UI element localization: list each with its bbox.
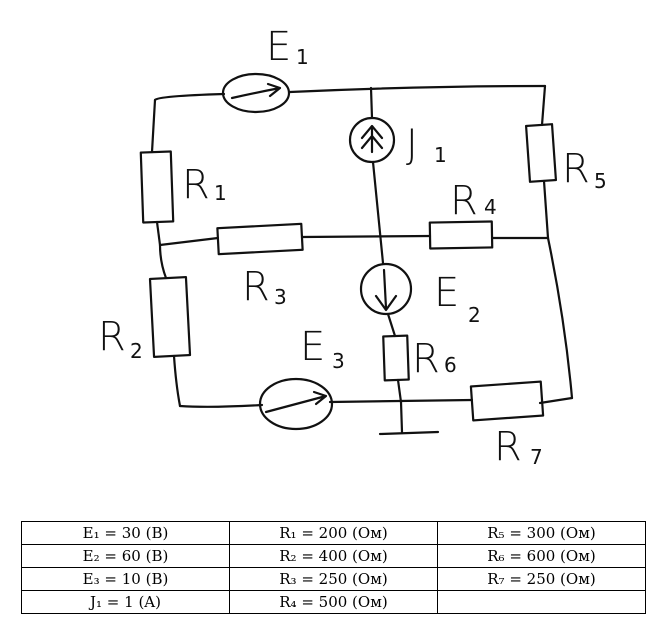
resistor-r6 <box>382 334 410 382</box>
label-e2: E <box>434 270 459 316</box>
label-r4: R <box>450 178 478 224</box>
resistor-r5 <box>524 123 558 183</box>
table-row: E₁ = 30 (B) R₁ = 200 (Ом) R₅ = 300 (Ом) <box>21 521 646 545</box>
wire-left-lower <box>158 243 168 280</box>
source-j1 <box>348 116 396 164</box>
table-cell: E₁ = 30 (B) <box>21 521 230 545</box>
label-r3-sub: 3 <box>274 285 287 309</box>
wire-left-bottom <box>172 354 182 408</box>
wire-center-top <box>369 86 374 120</box>
label-r7-sub: 7 <box>530 445 543 469</box>
wire-r1-to-node <box>155 220 162 247</box>
source-e1-arrow <box>230 82 282 100</box>
label-j1: J <box>406 122 418 168</box>
resistor-r2 <box>148 276 192 358</box>
wire-top-right <box>288 84 547 94</box>
table-cell <box>437 590 646 614</box>
wire-right-top <box>540 84 547 127</box>
wire-top-left <box>153 92 226 102</box>
ground-bar <box>378 430 440 436</box>
table-row: E₂ = 60 (B) R₂ = 400 (Ом) R₆ = 600 (Ом) <box>21 544 646 568</box>
label-r5: R <box>562 146 590 192</box>
wire-left-top <box>150 98 157 154</box>
wire-center-r6-down <box>396 378 403 404</box>
resistor-r7 <box>469 380 545 422</box>
source-e2 <box>359 262 413 316</box>
wire-right-lower <box>546 236 574 400</box>
label-r7: R <box>494 424 522 470</box>
circuit-diagram: E 1 J 1 R 1 R 2 R 3 R 4 R 5 E 2 E 3 R 6 … <box>98 24 607 470</box>
source-e3-arrow <box>264 390 328 414</box>
source-e3 <box>258 377 334 431</box>
resistor-r3 <box>216 222 304 256</box>
table-cell: E₃ = 10 (B) <box>21 567 230 591</box>
label-r2: R <box>98 314 126 360</box>
wire-middle-center <box>300 234 432 239</box>
wire-bottom-left <box>178 403 264 408</box>
label-r6: R <box>412 336 440 382</box>
wire-center-e2-down <box>386 312 397 338</box>
label-e3: E <box>300 324 325 370</box>
wire-ground-drop <box>399 400 404 434</box>
resistor-r4 <box>428 220 494 250</box>
table-row: E₃ = 10 (B) R₃ = 250 (Ом) R₇ = 250 (Ом) <box>21 567 646 591</box>
source-e2-arrow <box>374 268 398 312</box>
table-cell: J₁ = 1 (A) <box>21 590 230 614</box>
label-r1-sub: 1 <box>214 181 227 205</box>
table-cell: R₄ = 500 (Ом) <box>229 590 438 614</box>
table-row: J₁ = 1 (A) R₄ = 500 (Ом) <box>21 590 646 614</box>
label-r4-sub: 4 <box>484 195 497 219</box>
wire-middle-left <box>158 236 220 247</box>
table-cell: R₇ = 250 (Ом) <box>437 567 646 591</box>
wire-center-j1-down <box>371 160 385 265</box>
label-r6-sub: 6 <box>444 353 457 377</box>
label-r3: R <box>242 264 270 310</box>
source-e1 <box>221 72 291 114</box>
label-e1-sub: 1 <box>296 45 309 69</box>
parameters-table: E₁ = 30 (B) R₁ = 200 (Ом) R₅ = 300 (Ом) … <box>21 521 646 614</box>
label-r5-sub: 5 <box>594 169 607 193</box>
table-cell: R₆ = 600 (Ом) <box>437 544 646 568</box>
label-e3-sub: 3 <box>332 349 345 373</box>
table-cell: R₁ = 200 (Ом) <box>229 521 438 545</box>
label-j1-sub: 1 <box>434 143 447 167</box>
label-e1: E <box>266 24 291 70</box>
table-cell: E₂ = 60 (B) <box>21 544 230 568</box>
label-r2-sub: 2 <box>130 339 143 363</box>
wire-bottom-right <box>538 396 574 405</box>
source-j1-arrow <box>360 124 384 154</box>
table-cell: R₅ = 300 (Ом) <box>437 521 646 545</box>
label-r1: R <box>182 162 210 208</box>
resistor-r1 <box>139 150 175 224</box>
label-e2-sub: 2 <box>468 303 481 327</box>
wire-right-middle <box>542 179 550 240</box>
table-cell: R₃ = 250 (Ом) <box>229 567 438 591</box>
table-cell: R₂ = 400 (Ом) <box>229 544 438 568</box>
